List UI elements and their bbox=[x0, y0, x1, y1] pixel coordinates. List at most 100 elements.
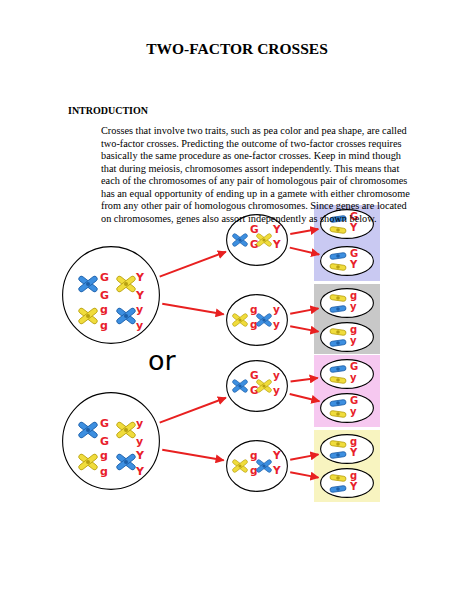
cell-outline bbox=[320, 468, 374, 498]
allele-label: g bbox=[350, 325, 357, 335]
cell-outline bbox=[320, 246, 374, 276]
meiosis-arrow bbox=[160, 398, 226, 423]
allele-label: y bbox=[350, 336, 357, 346]
chromosome-symbols bbox=[78, 215, 347, 492]
chromatid-symbol bbox=[330, 252, 347, 259]
allele-label: Y bbox=[273, 465, 281, 476]
meiosis-arrow bbox=[290, 229, 318, 234]
allele-label: g bbox=[250, 450, 258, 461]
meiosis-cell: ggyy bbox=[226, 294, 288, 346]
page-title: TWO-FACTOR CROSSES bbox=[0, 40, 474, 58]
allele-label: G bbox=[100, 418, 109, 429]
gamete-cell: gY bbox=[320, 434, 374, 464]
allele-label: Y bbox=[136, 290, 144, 301]
meiosis-arrow bbox=[290, 326, 318, 331]
cell-membrane bbox=[321, 469, 374, 498]
chromosome-symbol bbox=[116, 453, 137, 471]
meiosis-arrow bbox=[290, 308, 318, 313]
allele-label: y bbox=[273, 370, 280, 381]
allele-label: Y bbox=[136, 450, 144, 461]
chromatid-symbol bbox=[330, 376, 347, 383]
section-heading: INTRODUCTION bbox=[68, 105, 268, 117]
allele-label: g bbox=[250, 304, 258, 315]
cell-outline bbox=[320, 393, 374, 423]
chromatid-symbol bbox=[330, 226, 347, 233]
chromosome-symbol bbox=[256, 379, 272, 393]
chromatid-symbol bbox=[330, 410, 347, 417]
allele-label: g bbox=[100, 450, 108, 461]
chromosome-symbol bbox=[256, 313, 272, 327]
meiosis-cell: GGyy bbox=[226, 360, 288, 412]
chromosome-symbol bbox=[78, 453, 99, 471]
or-label: or bbox=[148, 346, 208, 376]
meiosis-cell: ggYY bbox=[226, 440, 288, 492]
chromatid-symbol bbox=[330, 451, 347, 458]
chromosome-symbol bbox=[232, 459, 248, 473]
chromatid-symbol bbox=[330, 399, 347, 406]
allele-label: Y bbox=[273, 239, 281, 250]
cell-outline bbox=[62, 392, 160, 490]
chromatid-symbol bbox=[330, 440, 347, 447]
gamete-cell: gY bbox=[320, 468, 374, 498]
allele-label: y bbox=[273, 304, 280, 315]
cell-outline bbox=[320, 288, 374, 318]
cell-membrane bbox=[321, 435, 374, 464]
allele-label: y bbox=[136, 320, 143, 331]
allele-label: y bbox=[350, 302, 357, 312]
cell-outline bbox=[62, 246, 160, 344]
gamete-cell: Gy bbox=[320, 359, 374, 389]
allele-label: y bbox=[350, 407, 357, 417]
cell-membrane bbox=[321, 247, 374, 276]
allele-label: g bbox=[350, 471, 357, 481]
meiosis-arrow bbox=[291, 378, 318, 382]
allele-label: Y bbox=[273, 224, 281, 235]
allele-label: G bbox=[100, 436, 109, 447]
chromatid-symbol bbox=[330, 365, 347, 372]
gamete-cell: Gy bbox=[320, 393, 374, 423]
meiosis-arrow bbox=[162, 304, 223, 315]
chromatid-symbol bbox=[330, 474, 347, 481]
cell-outline bbox=[320, 359, 374, 389]
allele-label: Y bbox=[273, 450, 281, 461]
allele-label: g bbox=[100, 466, 108, 477]
chromosome-symbol bbox=[256, 233, 272, 247]
allele-label: G bbox=[250, 224, 259, 235]
chromosome-symbol bbox=[116, 307, 137, 325]
allele-label: G bbox=[100, 290, 109, 301]
allele-label: G bbox=[250, 385, 259, 396]
allele-label: Y bbox=[350, 482, 357, 492]
cell-membrane bbox=[227, 441, 288, 492]
allele-label: y bbox=[136, 418, 143, 429]
cell-outline bbox=[320, 322, 374, 352]
allele-label: G bbox=[350, 362, 358, 372]
cell-membrane bbox=[321, 360, 374, 389]
chromatid-symbol bbox=[330, 339, 347, 346]
gamete-panel bbox=[314, 284, 380, 354]
allele-label: y bbox=[273, 385, 280, 396]
allele-label: Y bbox=[136, 272, 144, 283]
gamete-panel bbox=[314, 430, 380, 502]
chromosome-symbol bbox=[116, 421, 137, 439]
allele-label: G bbox=[250, 370, 259, 381]
gamete-panel bbox=[314, 355, 380, 427]
chromatid-symbol bbox=[330, 305, 347, 312]
allele-label: Y bbox=[350, 448, 357, 458]
chromatid-symbol bbox=[330, 328, 347, 335]
chromosome-symbol bbox=[116, 275, 137, 293]
gamete-cell: gy bbox=[320, 288, 374, 318]
allele-label: y bbox=[136, 304, 143, 315]
gamete-cell: gy bbox=[320, 322, 374, 352]
cell-outline bbox=[320, 434, 374, 464]
parent-cell: GGYYggyy bbox=[62, 246, 160, 344]
allele-label: G bbox=[350, 249, 358, 259]
allele-label: g bbox=[250, 319, 258, 330]
meiosis-arrow bbox=[290, 472, 318, 477]
allele-label: g bbox=[250, 465, 258, 476]
allele-label: y bbox=[350, 373, 357, 383]
allele-label: g bbox=[100, 304, 108, 315]
chromatid-symbol bbox=[330, 485, 347, 492]
allele-label: G bbox=[350, 396, 358, 406]
parent-cell: GGyyggYY bbox=[62, 392, 160, 490]
